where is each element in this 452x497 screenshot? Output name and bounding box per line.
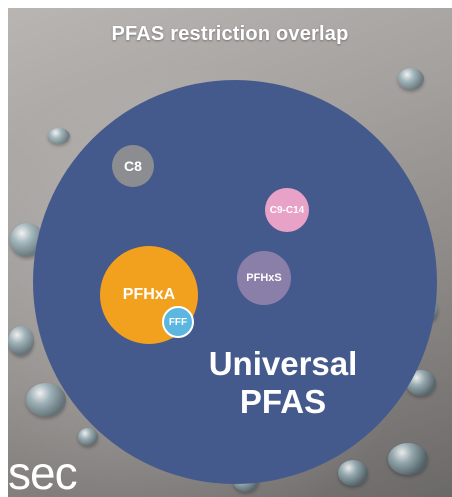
universal-pfas-circle [33,80,437,484]
fff-label: FFF [168,316,188,328]
c9-c14-circle: C9-C14 [265,188,309,232]
water-droplet [338,460,368,486]
water-droplet [26,383,66,417]
water-droplet [48,128,70,144]
pfhxs-circle: PFHxS [237,251,291,305]
c8-label: C8 [124,158,142,174]
c8-circle: C8 [112,145,154,187]
universal-label-line2: PFAS [239,383,327,420]
water-droplet [8,326,34,356]
universal-pfas-label: Universal PFAS [188,345,378,421]
water-droplet [388,443,428,475]
diagram-frame: PFAS restriction overlap Universal PFAS … [8,8,452,497]
fff-circle: FFF [162,306,194,338]
water-droplet [78,428,98,446]
universal-label-line1: Universal [208,345,358,382]
water-droplet [398,68,424,90]
pfhxa-label: PFHxA [122,286,176,303]
diagram-title: PFAS restriction overlap [111,23,349,45]
pfhxs-label: PFHxS [246,272,282,284]
c9-c14-label: C9-C14 [269,204,305,216]
logo: sec [8,447,78,497]
